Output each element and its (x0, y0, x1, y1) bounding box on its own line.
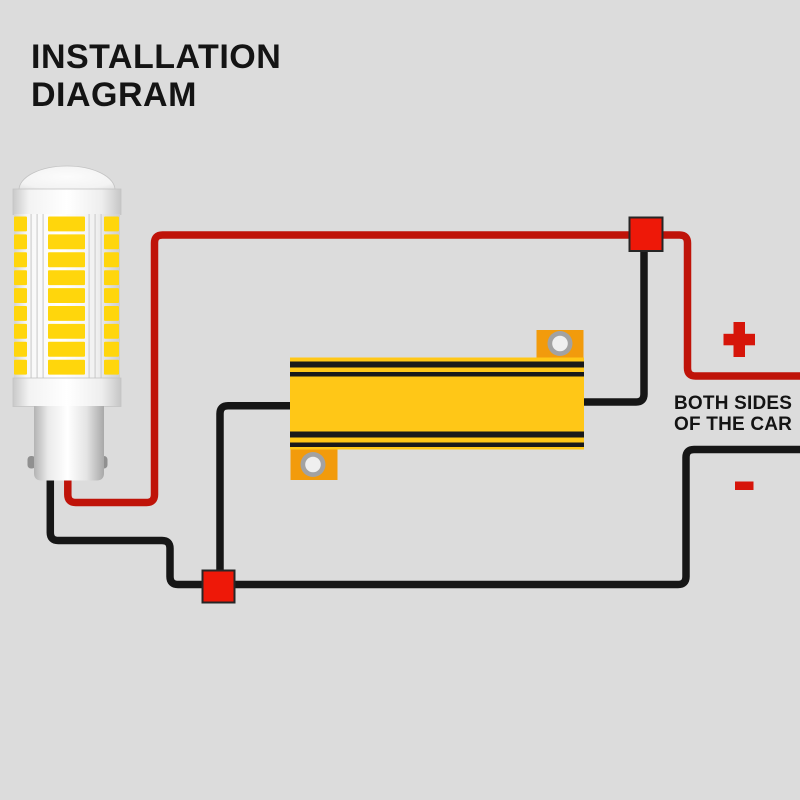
page-title-line2: DIAGRAM (31, 76, 197, 114)
bulb-bottom-band (12, 377, 122, 407)
bulb-rib-lines (30, 214, 102, 378)
bulb-base-nub-left (27, 456, 36, 469)
led-chip (48, 216, 85, 232)
led-chip (104, 341, 119, 357)
led-chip (104, 252, 119, 268)
led-chip (48, 252, 85, 268)
load-resistor (290, 330, 584, 480)
led-chip (14, 288, 27, 303)
resistor-screw-hole-bottom-center (305, 456, 321, 473)
resistor-to-bottom-connector-wire (216, 402, 291, 572)
led-chip (14, 234, 27, 250)
resistor-stripes (290, 361, 584, 447)
led-chip (104, 270, 119, 286)
led-chip (104, 359, 119, 375)
negative-wire (46, 445, 800, 589)
positive-wire (64, 231, 800, 507)
wiring-label-line1: BOTH SIDES (674, 393, 793, 414)
page-title: INSTALLATION DIAGRAM (31, 38, 281, 114)
splice-connector-negative (201, 569, 236, 604)
led-chip (48, 306, 85, 321)
led-chip (14, 341, 27, 357)
wiring-label-line2: OF THE CAR (674, 413, 793, 435)
splice-connector-positive (628, 216, 664, 252)
led-chip (14, 252, 27, 268)
plus-symbol (723, 322, 755, 357)
bulb-dome (18, 165, 116, 191)
bulb-base (34, 406, 104, 481)
led-chip (14, 270, 27, 286)
minus-symbol (735, 481, 754, 490)
led-bulb (12, 165, 122, 481)
led-chip (104, 323, 119, 339)
led-chip (48, 359, 85, 375)
led-chip (48, 288, 85, 303)
led-chip (14, 359, 27, 375)
led-chip (48, 341, 85, 357)
led-chip (104, 234, 119, 250)
led-chip (14, 323, 27, 339)
led-chip (14, 216, 27, 232)
resistor-to-top-connector-wire (584, 250, 648, 406)
led-chip (104, 288, 119, 303)
led-chip (104, 306, 119, 321)
led-chip (48, 270, 85, 286)
led-chip (104, 216, 119, 232)
wiring-label: BOTH SIDES OF THE CAR (674, 393, 793, 435)
led-chips (14, 216, 119, 375)
bulb-top-band (12, 188, 122, 215)
led-chip (48, 234, 85, 250)
led-chip (48, 323, 85, 339)
page-title-line1: INSTALLATION (31, 38, 282, 76)
resistor-screw-hole-top-center (552, 335, 568, 352)
led-chip (14, 306, 27, 321)
